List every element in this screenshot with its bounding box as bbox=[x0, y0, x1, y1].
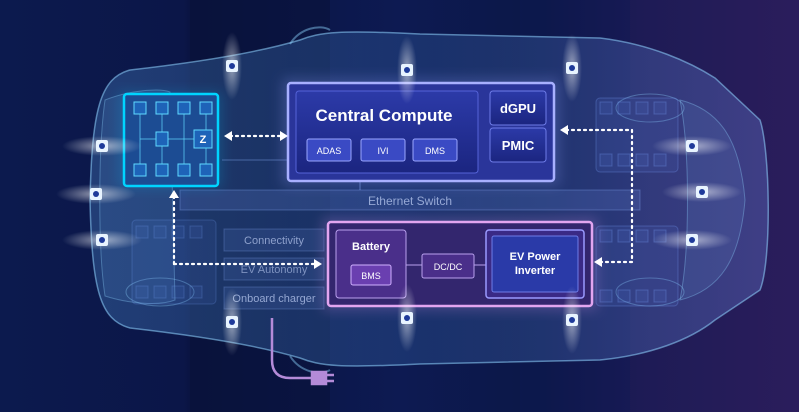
chip-ivi: IVI bbox=[377, 146, 388, 156]
right-zone-ghost bbox=[595, 97, 679, 307]
bms-label: BMS bbox=[361, 271, 381, 281]
sensor-lens-icon bbox=[229, 63, 235, 69]
connection-arrows bbox=[172, 128, 634, 266]
sensor-lens-icon bbox=[229, 319, 235, 325]
sensor-lens-icon bbox=[699, 189, 705, 195]
sensor-lens-icon bbox=[569, 317, 575, 323]
sensor-lens-icon bbox=[99, 237, 105, 243]
sensor-lens-icon bbox=[99, 143, 105, 149]
zone-label: Z bbox=[200, 134, 207, 146]
sensor-lens-icon bbox=[404, 315, 410, 321]
charging-plug-icon bbox=[270, 318, 334, 386]
central-compute-module: Central Compute ADAS IVI DMS dGPU PMIC bbox=[282, 78, 560, 186]
row-connectivity: Connectivity bbox=[244, 235, 304, 247]
chip-dgpu: dGPU bbox=[500, 101, 536, 116]
inverter-label-1: EV Power bbox=[510, 251, 561, 263]
sensor-nodes bbox=[56, 32, 742, 356]
power-domain-module: Battery BMS DC/DC EV Power Inverter bbox=[322, 217, 598, 311]
sensor-lens-icon bbox=[404, 67, 410, 73]
left-domain-rows: Connectivity EV Autonomy Onboard charger bbox=[223, 228, 325, 310]
chip-pmic: PMIC bbox=[502, 138, 535, 153]
car-silhouette bbox=[89, 26, 769, 374]
zone-controller: Z bbox=[118, 92, 222, 188]
sensor-lens-icon bbox=[689, 237, 695, 243]
chip-dms: DMS bbox=[425, 146, 445, 156]
central-compute-title: Central Compute bbox=[316, 106, 453, 125]
chip-adas: ADAS bbox=[317, 146, 342, 156]
row-onboard-charger: Onboard charger bbox=[232, 293, 315, 305]
arrowheads bbox=[169, 125, 602, 269]
ethernet-switch-label: Ethernet Switch bbox=[368, 194, 452, 208]
sensor-lens-icon bbox=[93, 191, 99, 197]
inverter-label-2: Inverter bbox=[515, 265, 556, 277]
sensor-lens-icon bbox=[569, 65, 575, 71]
row-ev-autonomy: EV Autonomy bbox=[241, 264, 308, 276]
ethernet-switch: Ethernet Switch bbox=[179, 189, 641, 211]
dcdc-label: DC/DC bbox=[434, 262, 463, 272]
sensor-lens-icon bbox=[689, 143, 695, 149]
battery-label: Battery bbox=[352, 241, 391, 253]
